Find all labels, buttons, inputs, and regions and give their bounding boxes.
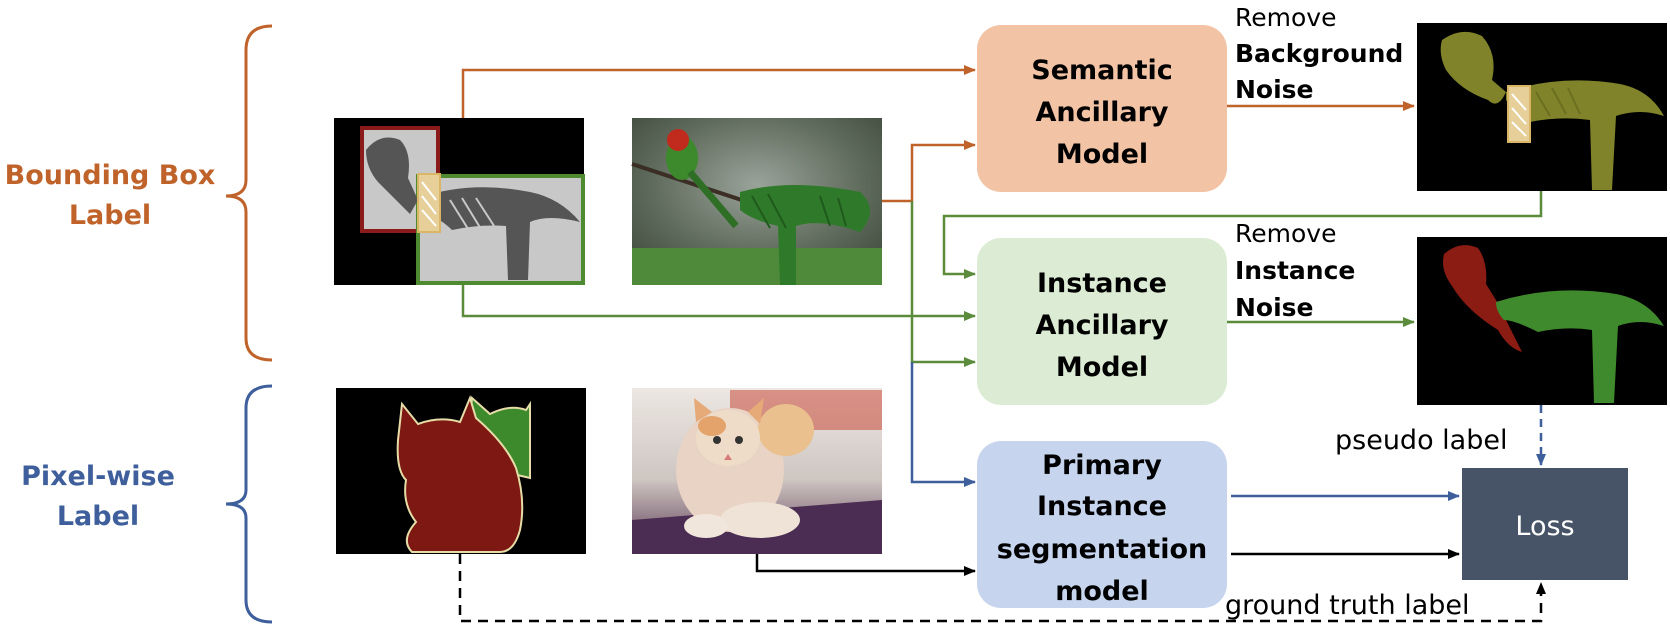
pixel-label-line1: Pixel-wise	[21, 461, 175, 492]
pseudo-label-text: pseudo label	[1335, 425, 1507, 456]
bbox-brace	[225, 24, 273, 362]
instance-model-line2: Ancillary	[1035, 310, 1168, 341]
instance-ancillary-model-box	[977, 238, 1227, 405]
arrow-bbox-to-instance	[461, 285, 976, 321]
cat-mask-image	[336, 388, 586, 554]
bbox-label-line2: Label	[69, 200, 151, 231]
arrow-kitten-to-primary	[755, 554, 976, 576]
bbox-label-line1: Bounding Box	[5, 160, 216, 191]
primary-model-line3: segmentation	[997, 534, 1207, 565]
primary-model-line1: Primary	[1042, 450, 1162, 481]
semantic-ancillary-model-box	[977, 25, 1227, 192]
primary-model-line2: Instance	[1037, 491, 1167, 522]
instance-model-line1: Instance	[1037, 268, 1167, 299]
remove-bg-line2: Background	[1235, 39, 1403, 68]
arrow-photo-to-semantic	[882, 140, 976, 203]
instance-mask-output-image	[1417, 237, 1667, 405]
kitten-photo-image	[632, 388, 882, 554]
arrow-semantic-output-to-instance	[942, 191, 1543, 279]
remove-inst-line2: Instance	[1235, 256, 1355, 285]
instance-model-line3: Model	[1056, 352, 1148, 383]
loss-box	[1462, 468, 1628, 580]
remove-bg-line3: Noise	[1235, 75, 1314, 104]
semantic-model-line3: Model	[1056, 139, 1148, 170]
primary-segmentation-model-box	[977, 441, 1227, 608]
remove-bg-line1: Remove	[1235, 3, 1336, 32]
semantic-model-line1: Semantic	[1031, 55, 1173, 86]
arrow-photo-to-primary	[910, 362, 976, 487]
remove-inst-line3: Noise	[1235, 293, 1314, 322]
parrot-photo-image	[631, 118, 882, 285]
arrow-bbox-to-semantic	[461, 65, 976, 118]
bird-bbox-mask-image	[334, 118, 585, 285]
ground-truth-label-text: ground truth label	[1225, 590, 1470, 621]
primary-model-line4: model	[1055, 576, 1149, 607]
pixel-label-line2: Label	[57, 501, 139, 532]
remove-inst-line1: Remove	[1235, 219, 1336, 248]
semantic-model-line2: Ancillary	[1035, 97, 1168, 128]
semantic-mask-output-image	[1417, 23, 1667, 191]
loss-label: Loss	[1515, 511, 1574, 542]
pixel-brace	[225, 384, 273, 624]
